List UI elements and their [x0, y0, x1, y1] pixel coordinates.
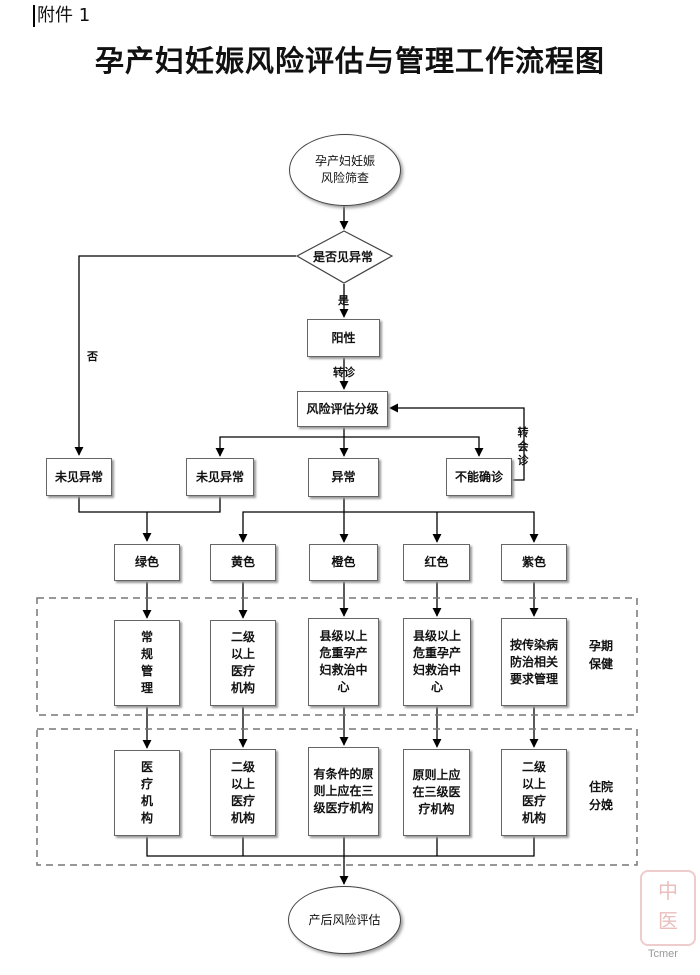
- delivery-level3-conditional: 有条件的原则上应在三级医疗机构: [308, 747, 379, 836]
- watermark-seal: 中医: [640, 870, 696, 946]
- delivery-level2-purple: 二级以上医疗机构: [501, 749, 567, 836]
- section-label-pregnancy: 孕期保健: [588, 639, 613, 671]
- delivery-institution: 医疗机构: [114, 750, 180, 836]
- watermark-text: Tcmer: [648, 948, 678, 960]
- grade-red: 红色: [403, 544, 470, 581]
- care-critical-center-orange: 县级以上危重孕产妇救治中心: [308, 618, 379, 706]
- section-label-delivery: 住院分娩: [588, 780, 613, 812]
- grade-purple: 紫色: [501, 544, 567, 581]
- result-node-normal-2: 未见异常: [186, 458, 254, 496]
- result-node-abnormal: 异常: [308, 458, 379, 497]
- decision-label: 是否见异常: [312, 250, 373, 264]
- start-screening-node: 孕产妇妊娠风险筛查: [289, 134, 401, 206]
- grade-yellow: 黄色: [210, 544, 276, 581]
- page-title: 孕产妇妊娠风险评估与管理工作流程图: [94, 44, 605, 78]
- positive-node: 阳性: [307, 319, 380, 357]
- consult-label: 转会诊: [517, 426, 529, 467]
- decision-diamond: [295, 230, 394, 284]
- care-infectious: 按传染病防治相关要求管理: [501, 618, 567, 706]
- care-routine: 常规管理: [114, 620, 180, 706]
- grade-orange: 橙色: [309, 544, 378, 581]
- result-node-uncertain: 不能确诊: [446, 458, 512, 496]
- end-postpartum-node: 产后风险评估: [288, 886, 401, 954]
- section-frame-delivery: [36, 728, 638, 866]
- grade-green: 绿色: [114, 544, 180, 581]
- referral-label: 转诊: [333, 366, 355, 379]
- delivery-level2: 二级以上医疗机构: [210, 749, 276, 836]
- care-level2: 二级以上医疗机构: [210, 620, 276, 706]
- section-frame-pregnancy: [36, 597, 638, 716]
- delivery-level3: 原则上应在三级医疗机构: [403, 749, 470, 836]
- attachment-label: 附件 1: [33, 5, 90, 27]
- risk-grading-node: 风险评估分级: [297, 391, 388, 427]
- yes-label: 是: [338, 294, 349, 307]
- no-label: 否: [87, 350, 98, 363]
- care-critical-center-red: 县级以上危重孕产妇救治中心: [403, 618, 471, 706]
- result-node-normal-1: 未见异常: [46, 458, 112, 496]
